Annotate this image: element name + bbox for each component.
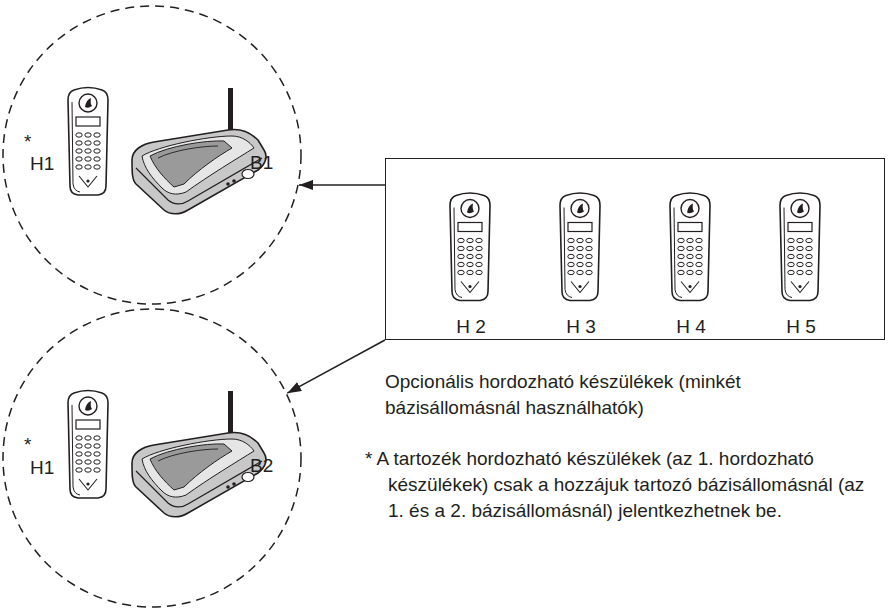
coverage-circle: *H1 B2 xyxy=(2,308,302,608)
base-label: B1 xyxy=(250,152,273,174)
handset-icon xyxy=(670,193,710,301)
handset-icon xyxy=(68,391,108,499)
handset-label: H1 xyxy=(30,457,54,479)
handset-label: H 4 xyxy=(661,316,721,338)
handset-label: H1 xyxy=(30,153,54,175)
dashed-circle xyxy=(3,309,301,607)
base-station-icon xyxy=(132,88,266,214)
handset-icon xyxy=(68,88,108,196)
base-label: B2 xyxy=(250,455,273,477)
arrow-connector xyxy=(287,340,385,393)
handset-box: H 2 H 3 H 4 H 5 xyxy=(385,158,885,340)
footnote-mark: * xyxy=(24,131,31,153)
handset-label: H 2 xyxy=(441,316,501,338)
handset-icon xyxy=(780,193,820,301)
note-text: Opcionális hordozható készülékek (minkét… xyxy=(385,369,877,421)
base-station-icon xyxy=(132,391,266,517)
dashed-circle xyxy=(3,6,301,304)
handset-icon xyxy=(560,193,600,301)
footnote-text: * A tartozék hordozható készülékek (az 1… xyxy=(365,446,865,524)
handset-icon xyxy=(450,193,490,301)
coverage-circle: *H1 B1 xyxy=(2,5,302,305)
handset-label: H 5 xyxy=(771,316,831,338)
footnote-mark: * xyxy=(24,434,31,456)
arrow-connector xyxy=(299,184,385,186)
handset-label: H 3 xyxy=(551,316,611,338)
